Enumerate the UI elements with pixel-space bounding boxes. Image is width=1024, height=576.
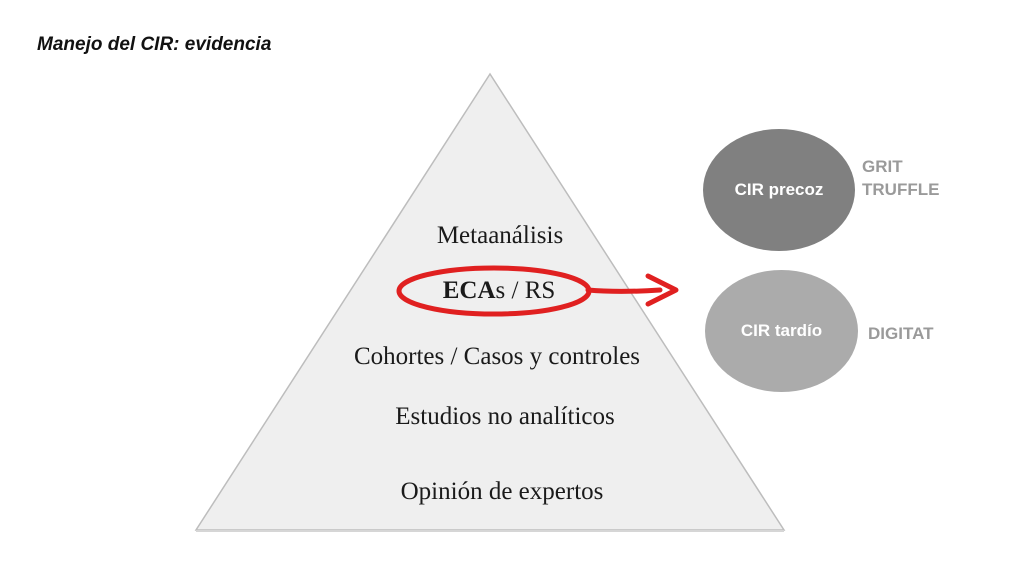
- highlight-arrow-head: [645, 273, 679, 307]
- trial-digitat: DIGITAT: [868, 324, 934, 343]
- level-opinion-expertos: Opinión de expertos: [400, 478, 604, 505]
- level-ecas-rest: s / RS: [495, 277, 556, 304]
- trials-cir-tardio: DIGITAT: [868, 322, 933, 345]
- trials-cir-precoz: GRIT TRUFFLE: [862, 155, 939, 201]
- level-cohortes: Cohortes / Casos y controles: [353, 343, 641, 370]
- level-estudios-no-analiticos: Estudios no analíticos: [395, 403, 615, 430]
- level-metaanalisis: Metaanálisis: [436, 222, 564, 249]
- trial-grit: GRIT: [862, 157, 903, 176]
- circle-cir-precoz: CIR precoz: [703, 129, 855, 251]
- level-ecas-rs: ECAs / RS: [443, 277, 556, 305]
- circle-cir-tardio-label: CIR tardío: [740, 321, 823, 340]
- trial-truffle: TRUFFLE: [862, 180, 940, 199]
- circle-cir-tardio: CIR tardío: [705, 270, 858, 392]
- level-ecas-bold: ECA: [442, 277, 496, 304]
- highlight-arrow: [585, 287, 663, 294]
- slide-title: Manejo del CIR: evidencia: [37, 34, 272, 55]
- circle-cir-precoz-label: CIR precoz: [734, 180, 824, 199]
